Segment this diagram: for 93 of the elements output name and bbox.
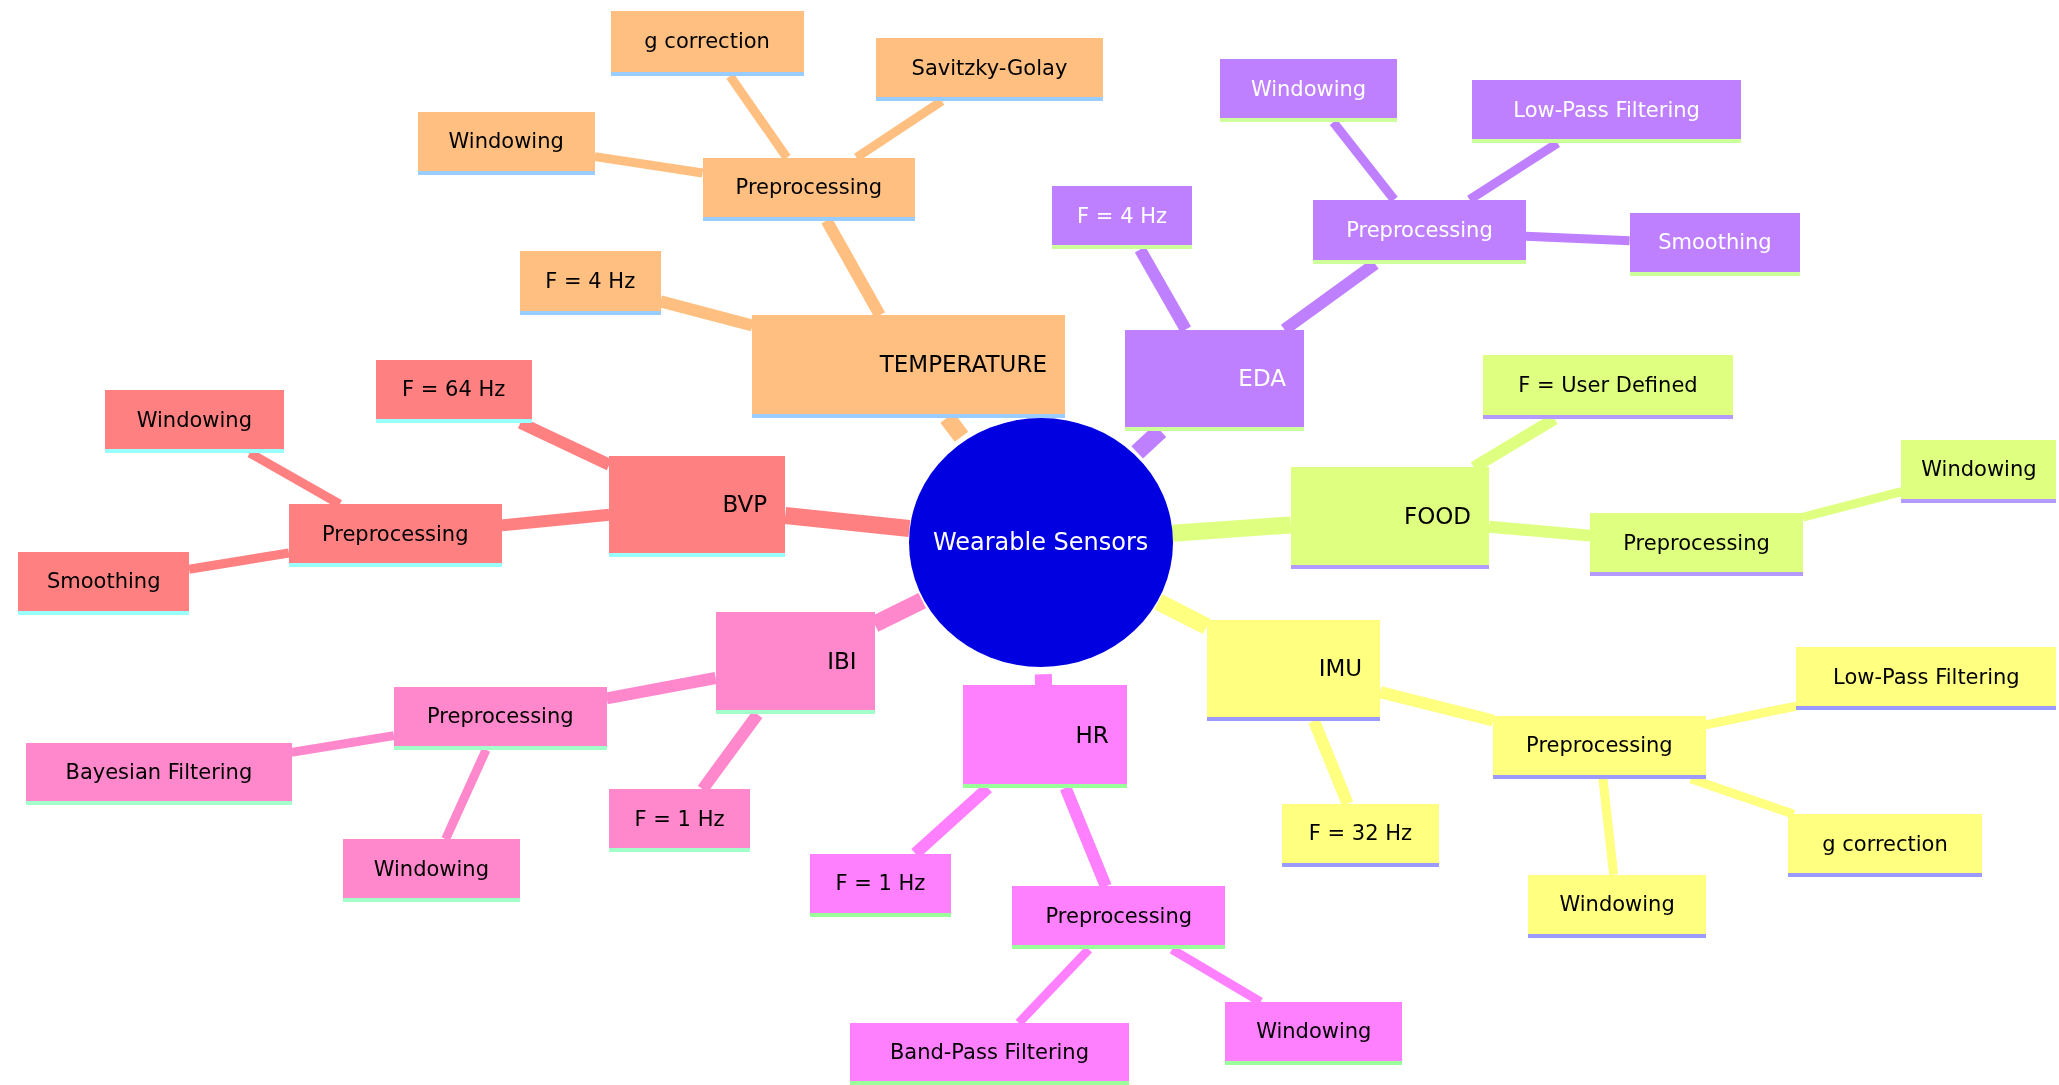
topic-box [105,390,284,453]
node-label: Bayesian Filtering [65,760,253,785]
topic-box [1219,59,1398,123]
node-label: Preprocessing [427,704,574,729]
branch-line [1704,701,1798,730]
branch-line [501,508,610,532]
topic-box [610,10,804,77]
node-label: g correction [644,29,770,54]
branch-line [594,152,704,178]
node-label: Windowing [1250,76,1367,101]
topic-box [1472,80,1742,144]
node-label: Low-Pass Filtering [1833,664,2020,689]
branch-line [1154,594,1211,635]
branch-box [752,315,1065,418]
branch-line [1598,778,1619,876]
branch-line [605,672,717,705]
topic-box [1281,803,1440,867]
branch-line [290,731,395,757]
branch-line [1034,674,1053,686]
node-label: TEMPERATURE [879,351,1047,378]
branch-box [1206,619,1381,721]
topic-box [1788,814,1982,878]
node-label: F = 1 Hz [634,806,725,831]
topic-box [1528,874,1706,938]
node-label: Smoothing [1658,230,1772,255]
node-label: F = 4 Hz [1077,203,1167,228]
topic-box [1796,647,2057,711]
topic-box [1313,199,1526,264]
node-label: F = 4 Hz [545,268,636,293]
topic-box [288,504,502,568]
branch-line [441,747,491,841]
branch-box [962,685,1127,788]
topic-box [417,111,595,175]
topic-box [520,250,661,316]
node-label: Windowing [1256,1019,1372,1044]
topic-box [1051,186,1193,250]
node-label: Windowing [136,407,252,432]
node-label: Band-Pass Filtering [889,1039,1089,1064]
node-label: Savitzky-Golay [911,55,1068,80]
branch-line [1488,520,1591,542]
node-label: Preprocessing [735,175,883,200]
node-label: IBI [827,648,857,675]
branch-line [784,507,911,537]
node-label: g correction [1822,831,1948,856]
branch-line [1060,785,1112,889]
branch-line [659,295,754,332]
node-label: FOOD [1403,503,1472,529]
topic-box [875,38,1104,102]
node-label: F = 32 Hz [1308,821,1412,846]
topic-box [1225,1001,1403,1065]
topic-box [1590,513,1803,577]
node-label: Low-Pass Filtering [1513,97,1700,122]
topic-box [810,853,951,917]
topic-box [1901,439,2057,503]
node-label: Windowing [373,856,489,881]
branch-box [715,611,875,715]
branch-line [1308,718,1354,806]
node-label: Windowing [448,129,564,154]
branch-box [1290,467,1490,569]
node-label: Preprocessing [1623,530,1770,555]
branch-line [1171,516,1292,542]
topic-box [18,551,190,615]
topic-box [1012,886,1226,950]
topic-box [1629,212,1801,276]
topic-box [393,686,607,750]
topic-box [342,839,520,903]
node-label: Windowing [1921,457,2037,482]
topic-box [375,359,532,423]
node-label: Preprocessing [321,521,469,546]
topic-box [702,157,916,221]
node-label: HR [1075,721,1109,748]
node-label: Preprocessing [1526,733,1673,758]
node-label: Preprocessing [1045,903,1193,928]
node-label: EDA [1238,365,1286,392]
node-label: Smoothing [46,569,161,593]
node-label: F = User Defined [1518,372,1698,397]
node-label: IMU [1318,655,1363,682]
node-label: Preprocessing [1346,217,1493,242]
branch-box [609,455,786,557]
topic-box [609,789,750,853]
branch-line [1801,487,1903,522]
topic-box [26,743,292,805]
topic-box [1482,354,1734,419]
node-label: BVP [722,491,768,518]
node-label: F = 64 Hz [402,377,506,402]
branch-line [188,548,290,574]
branch-line [1525,231,1630,246]
node-label: Windowing [1559,892,1675,917]
topic-box [1493,715,1706,779]
branch-box [1125,329,1304,431]
node-label: F = 1 Hz [835,871,926,896]
topic-box [849,1022,1130,1085]
node-label: Wearable Sensors [932,528,1149,557]
